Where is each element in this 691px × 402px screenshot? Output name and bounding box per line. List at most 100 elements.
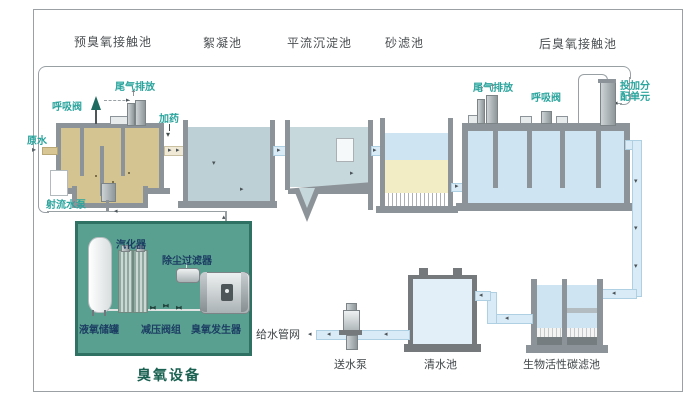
clear-tank-vent	[419, 268, 428, 275]
label-vaporizer: 汽化器	[116, 240, 146, 251]
pre-ozone-baffle-1	[80, 128, 84, 176]
title-sedimentation-tank: 平流沉淀池	[287, 36, 353, 50]
pipe-bac-to-clear-h1	[493, 314, 533, 324]
postozone-baffle-1	[493, 131, 498, 188]
ozone-generator-indicator	[225, 289, 229, 293]
flow-arrow: ◂	[505, 314, 509, 322]
ozone-pipe-corner-bl	[38, 202, 49, 213]
sed-water	[290, 127, 368, 187]
sand-wall-right	[448, 118, 453, 210]
ozone-flow-arrow-riser: ▴	[222, 213, 226, 221]
tail-gas-up-arrow-right: ↑	[478, 85, 485, 94]
bac-support-right	[567, 337, 597, 345]
flow-arrow: ▾	[634, 262, 638, 270]
postozone-wall-left	[462, 123, 468, 211]
vaporizer-column	[133, 250, 148, 313]
delivery-pump-flange	[339, 330, 362, 335]
bubble	[95, 175, 97, 177]
distribution-pipe-left-leg	[578, 86, 579, 123]
postozone-cover	[462, 123, 630, 131]
flow-arrow: ◂	[612, 289, 616, 297]
postozone-roof-hatch	[556, 116, 568, 124]
dosing-down-arrow: ▾	[166, 130, 171, 139]
flow-arrow: ▸	[176, 146, 180, 154]
bac-bottom	[526, 345, 608, 353]
floc-bottom	[178, 201, 277, 208]
bac-wall-left	[531, 279, 537, 347]
floc-arrow: ▸	[240, 185, 244, 193]
label-ozone-generator: 臭氧发生器	[191, 325, 241, 336]
title-flocculation-tank: 絮凝池	[203, 36, 243, 50]
lox-tank-leg	[92, 310, 94, 316]
raw-water-pipe	[42, 147, 58, 155]
label-breather-valve-left: 呼吸阀	[52, 102, 82, 113]
bac-water-left	[537, 285, 562, 328]
sand-water	[385, 133, 448, 160]
postozone-downpipe	[632, 140, 642, 297]
pressure-valve: ▶◀	[150, 305, 156, 311]
clear-tank-top	[408, 275, 477, 279]
diagram-border	[33, 9, 683, 392]
ozone-pipe-to-column	[616, 103, 622, 104]
sed-arrow: ▸	[350, 169, 354, 177]
tail-gas-column-small-left	[127, 103, 135, 126]
dust-filter	[176, 268, 200, 283]
raw-water-arrow: ▸	[32, 145, 37, 154]
sed-outlet-box	[336, 138, 354, 162]
jet-pump-stem	[106, 200, 109, 211]
delivery-pump-base	[346, 335, 358, 350]
postozone-baffle-2	[527, 131, 532, 188]
label-dosing: 加药	[159, 114, 179, 125]
ozone-generator-endcap	[241, 272, 248, 312]
flow-arrow: ◂	[308, 330, 312, 338]
label-delivery-pump: 送水泵	[334, 358, 367, 371]
clear-tank-wall-left	[408, 275, 413, 347]
flow-arrow: ◂	[327, 330, 331, 338]
label-tail-gas-right: 尾气排放	[473, 83, 513, 94]
ozone-box-pipe	[96, 309, 202, 311]
flow-arrow: ▸	[373, 146, 377, 154]
bubble	[112, 181, 114, 183]
ozone-pipe-left-drop	[38, 77, 39, 207]
pressure-valve: ▶◀	[176, 305, 182, 311]
tail-gas-column-large-left	[135, 100, 146, 126]
bac-wall-right	[597, 279, 603, 347]
sand-underdrain	[385, 193, 448, 206]
postozone-baffle-3	[560, 131, 565, 188]
flow-arrow: ◂	[479, 291, 483, 299]
ozone-pipe-bottom	[47, 211, 226, 212]
ozone-pipe-corner-tl	[38, 66, 51, 79]
title-pre-ozone-tank: 预臭氧接触池	[74, 35, 153, 49]
ozone-pipe-corner-tr	[618, 66, 631, 79]
pre-ozone-baffle-2	[100, 146, 104, 196]
sed-wall-left	[285, 120, 290, 190]
floc-arrow: ▾	[212, 159, 216, 167]
caption-ozone-equipment: 臭氧设备	[137, 368, 201, 384]
clear-tank-water	[413, 279, 472, 344]
breather-valve-stem	[95, 110, 97, 124]
bac-gravel-left	[537, 328, 562, 337]
label-jet-pump: 射流水泵	[46, 200, 86, 211]
floc-wall-left	[183, 120, 188, 205]
vaporizer-column	[118, 250, 133, 313]
dosing-stem	[169, 124, 170, 131]
pre-ozone-baffle-3	[121, 128, 125, 176]
label-dust-filter: 除尘过滤器	[162, 256, 212, 267]
tail-gas-column-large-right	[486, 95, 498, 124]
tail-gas-column-small-right	[477, 99, 485, 124]
pipe-clear-to-network	[316, 330, 410, 340]
label-dosing-unit-line1: 投加分	[620, 81, 650, 92]
label-bac-filter: 生物活性碳滤池	[523, 358, 600, 371]
flow-arrow: ◂	[384, 330, 388, 338]
breather-valve-cone	[91, 96, 101, 110]
flow-arrow: ▸	[277, 146, 281, 154]
sed-funnel-water	[299, 188, 315, 208]
ozone-generator-endcap	[200, 272, 207, 312]
title-sand-filter: 砂滤池	[385, 36, 425, 50]
floc-water	[188, 127, 270, 201]
flow-arrow: ▾	[634, 224, 638, 232]
distribution-column-cap	[598, 79, 616, 83]
distribution-column	[600, 82, 616, 126]
label-clear-tank: 清水池	[424, 358, 457, 371]
